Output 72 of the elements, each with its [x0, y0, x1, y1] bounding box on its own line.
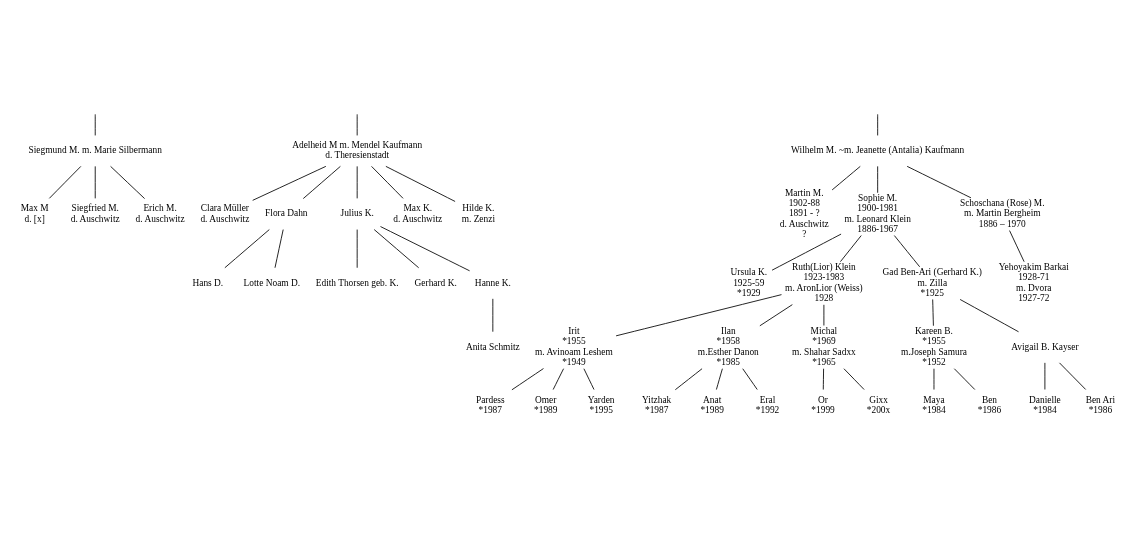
connector	[615, 294, 782, 337]
connector	[759, 304, 793, 327]
connector	[48, 165, 82, 199]
node-text: Adelheid M m. Mendel Kaufmann d. Theresienstadt	[292, 140, 423, 161]
connector	[906, 165, 972, 199]
connector	[742, 368, 758, 390]
node-text: Erich M. d. Auschwitz	[135, 203, 185, 224]
connector	[583, 368, 595, 390]
node-text: Pardess *1987	[475, 394, 505, 415]
connector	[1059, 362, 1087, 390]
node-text: Omer *1989	[534, 394, 558, 415]
connector	[674, 368, 703, 391]
connector	[110, 165, 145, 199]
connector	[371, 165, 404, 199]
node-text: Gixx *200x	[866, 394, 891, 415]
node-text: Maya *1984	[922, 394, 946, 415]
connector	[302, 165, 341, 199]
connector	[893, 235, 921, 268]
node-text: Irit *1955 m. Avinoam Leshem *1949	[535, 326, 613, 367]
node-text: Siegfried M. d. Auschwitz	[70, 203, 120, 224]
node-text: Flora Dahn	[265, 208, 308, 219]
node-text: Or *1999	[811, 394, 835, 415]
node-text: Hans D.	[192, 277, 224, 288]
node-text: Hanne K.	[474, 277, 511, 288]
node-text: Anita Schmitz	[465, 341, 520, 352]
connector	[373, 229, 420, 269]
node-text: Ilan *1958 m.Esther Danon *1985	[697, 326, 759, 367]
node-text: Yitzhak *1987	[642, 394, 672, 415]
node-text: Hilde K. m. Zenzi	[461, 203, 495, 224]
node-text: Lotte Noam D.	[243, 277, 301, 288]
node-text: Ruth(Lior) Klein 1923-1983 m. AronLior (Weiss) 1928	[785, 262, 863, 303]
node-text: Avigail B. Kayser	[1011, 341, 1079, 352]
connector	[877, 113, 879, 136]
connector	[1009, 230, 1025, 263]
node-text: Max M d. [x]	[20, 203, 49, 224]
node-text: Siegmund M. m. Marie Silbermann	[28, 145, 162, 156]
connector	[959, 299, 1019, 333]
connector	[877, 165, 879, 194]
connector	[771, 233, 842, 271]
node-text: Clara Müller d. Auschwitz	[200, 203, 250, 224]
node-text: Michal *1969 m. Shahar Sadxx *1965	[792, 326, 856, 367]
connector	[715, 368, 723, 390]
node-text: Eral *1992	[755, 394, 780, 415]
connector	[380, 226, 471, 272]
node-text: Max K. d. Auschwitz	[393, 203, 443, 224]
node-text: Danielle *1984	[1029, 394, 1061, 415]
connector	[224, 229, 270, 269]
connector	[552, 368, 564, 390]
connector	[831, 165, 861, 191]
connector	[932, 299, 934, 327]
node-text: Ursula K. 1925-59 *1929	[730, 267, 768, 298]
node-text: Sophie M. 1900-1981 m. Leonard Klein 1886-1967	[844, 193, 911, 234]
connector	[843, 368, 865, 390]
node-text: Kareen B. *1955 m.Joseph Samura *1952	[900, 326, 968, 367]
connector	[274, 229, 284, 269]
node-text: Ben *1986	[977, 394, 1002, 415]
node-text: Edith Thorsen geb. K.	[315, 277, 399, 288]
node-text: Wilhelm M. ~m. Jeanette (Antalia) Kaufmann	[791, 145, 965, 156]
node-text: Martin M. 1902-88 1891 - ? d. Auschwitz ?	[779, 188, 829, 239]
connector	[385, 165, 456, 202]
node-text: Schoschana (Rose) M. m. Martin Bergheim 1886 – 1970	[959, 198, 1045, 229]
node-text: Gad Ben-Ari (Gerhard K.) m. Zilla *1925	[882, 267, 982, 298]
node-text: Gerhard K.	[414, 277, 457, 288]
connector	[252, 165, 327, 201]
node-text: Julius K.	[340, 208, 374, 219]
connector	[822, 368, 824, 390]
node-text: Yehoyakim Barkai 1928-71 m. Dvora 1927-72	[998, 262, 1069, 303]
node-text: Anat *1989	[700, 394, 724, 415]
node-text: Yarden *1995	[587, 394, 615, 415]
node-text: Ben Ari *1986	[1085, 394, 1116, 415]
connector	[840, 235, 862, 263]
connector	[511, 368, 544, 391]
